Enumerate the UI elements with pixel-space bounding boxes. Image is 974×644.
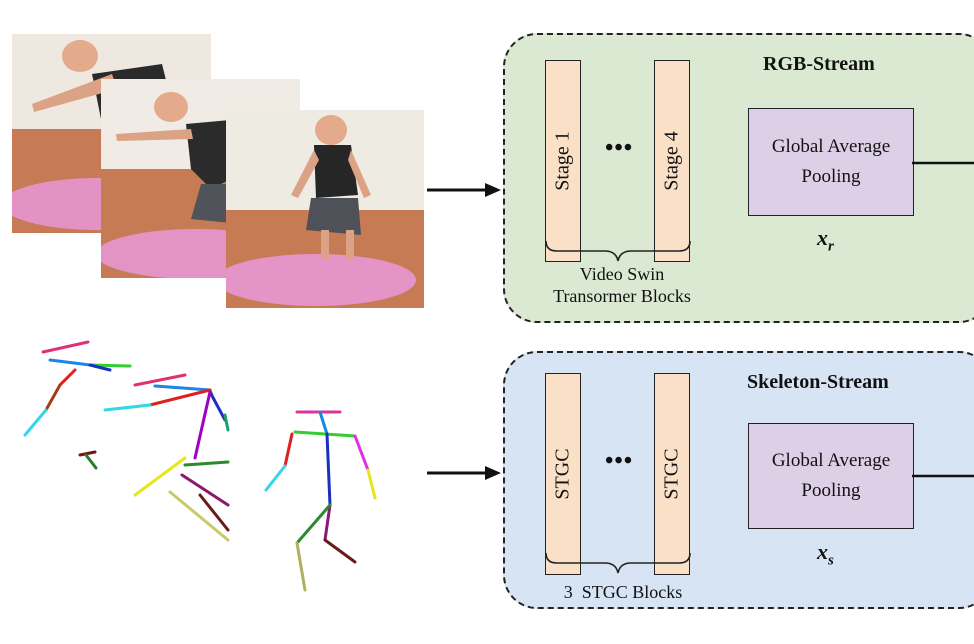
- blocks-brace: [545, 552, 691, 574]
- arrow-right-icon: [427, 183, 501, 197]
- arrow-right-icon: [427, 466, 501, 480]
- rgb-stream-title: RGB-Stream: [763, 53, 875, 75]
- stgc-first-block: STGC: [545, 373, 581, 575]
- skeleton-stream-title: Skeleton-Stream: [747, 371, 889, 393]
- skeleton-pose-sequence: [23, 340, 377, 592]
- rgb-stream-panel: RGB-Stream Stage 1 ••• Stage 4 Video Swi…: [503, 33, 974, 323]
- stgc-first-label: STGC: [551, 448, 574, 500]
- ellipsis: •••: [605, 135, 634, 161]
- skeleton-global-average-pooling: Global Average Pooling: [748, 423, 914, 529]
- stgc-last-block: STGC: [654, 373, 690, 575]
- blocks-brace: [545, 240, 691, 262]
- stage-last-block: Stage 4: [654, 60, 690, 262]
- skeleton-blocks-label: 3 STGC Blocks: [563, 582, 683, 602]
- rgb-global-average-pooling: Global Average Pooling: [748, 108, 914, 216]
- rgb-feature-symbol: xr: [817, 225, 834, 255]
- stgc-last-label: STGC: [660, 448, 683, 500]
- stage-first-block: Stage 1: [545, 60, 581, 262]
- skeleton-output-connector: [912, 474, 974, 478]
- skeleton-stream-panel: Skeleton-Stream STGC ••• STGC 3 STGC Blo…: [503, 351, 974, 609]
- ellipsis: •••: [605, 448, 634, 474]
- rgb-output-connector: [912, 161, 974, 165]
- video-frame-3: [226, 110, 424, 308]
- stage-last-label: Stage 4: [660, 131, 683, 191]
- rgb-blocks-label: Video Swin Transormer Blocks: [553, 264, 691, 306]
- stage-first-label: Stage 1: [551, 131, 574, 191]
- skeleton-feature-symbol: xs: [817, 539, 834, 569]
